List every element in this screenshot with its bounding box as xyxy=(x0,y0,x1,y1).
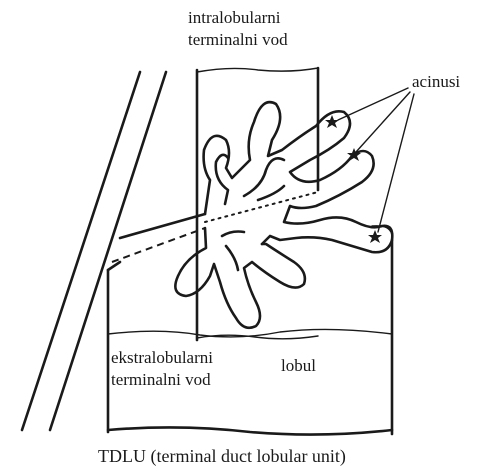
extralobular-duct-label: ekstralobularni terminalni vod xyxy=(111,348,213,390)
intralobular-label-line1: intralobularni xyxy=(188,8,288,28)
intralobular-duct-label: intralobularni terminalni vod xyxy=(188,8,288,50)
extralobular-label-line2: terminalni vod xyxy=(111,370,213,390)
lobule-bottom-edge xyxy=(108,427,392,434)
connecting-duct-stub xyxy=(108,262,120,270)
acinar-tree-inner-lower xyxy=(222,232,244,271)
star-icon xyxy=(325,115,339,128)
acinar-tree-inner-upper xyxy=(216,155,284,204)
intralobular-duct-top-edge xyxy=(197,68,318,72)
diagram-caption: TDLU (terminal duct lobular unit) xyxy=(98,446,346,466)
acini-pointer-3 xyxy=(378,94,414,232)
lobule-label: lobul xyxy=(281,356,316,376)
extralobular-label-line1: ekstralobularni xyxy=(111,348,213,368)
acinar-tree-lower xyxy=(175,228,305,328)
acini-label: acinusi xyxy=(412,72,460,92)
acinar-tree-upper xyxy=(204,102,393,252)
lobule-top-edge xyxy=(108,329,392,336)
connecting-duct-upper xyxy=(120,214,205,238)
star-icon xyxy=(368,230,382,243)
intralobular-label-line2: terminalni vod xyxy=(188,30,288,50)
acini-pointer-1 xyxy=(338,88,408,120)
